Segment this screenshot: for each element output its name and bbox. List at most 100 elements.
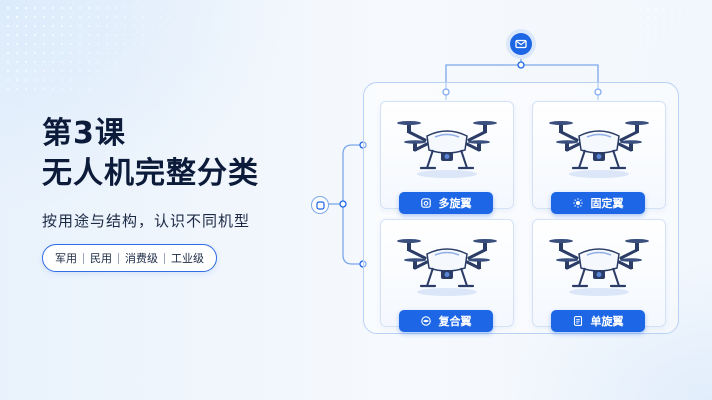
background-dot (15, 78, 19, 82)
background-dot (114, 24, 118, 28)
background-dot (51, 24, 55, 28)
background-dot (687, 9, 689, 11)
background-dot (186, 87, 190, 91)
background-dot (78, 87, 82, 91)
background-dot (655, 9, 657, 11)
background-dot (69, 87, 73, 91)
background-dot (186, 42, 190, 46)
document-icon (573, 316, 582, 326)
category-card-single-rotor[interactable]: 单旋翼 (532, 219, 666, 332)
background-dot (87, 6, 91, 10)
background-dot (60, 24, 64, 28)
background-dot (186, 51, 190, 55)
background-dot (150, 69, 154, 73)
background-dot (177, 78, 181, 82)
background-dot (159, 42, 163, 46)
background-dot (42, 15, 46, 19)
background-dot (105, 24, 109, 28)
background-dot (132, 24, 136, 28)
background-dot (695, 33, 697, 35)
background-dot (69, 15, 73, 19)
background-dot (141, 42, 145, 46)
background-dot (42, 42, 46, 46)
background-dot (114, 42, 118, 46)
background-dot (105, 69, 109, 73)
background-dot (87, 60, 91, 64)
lesson-topic: 无人机完整分类 (42, 156, 259, 191)
background-dot (671, 9, 673, 11)
background-dot (24, 6, 28, 10)
background-dot (663, 41, 665, 43)
background-dot (87, 24, 91, 28)
background-dot (168, 69, 172, 73)
category-card-fixed-wing[interactable]: 固定翼 (532, 101, 666, 214)
usage-tags: 军用 民用 消费级 工业级 (42, 244, 217, 272)
background-dot (105, 33, 109, 37)
background-dot (96, 60, 100, 64)
category-label-single-rotor[interactable]: 单旋翼 (551, 310, 645, 332)
background-dot (96, 24, 100, 28)
background-dot (123, 42, 127, 46)
background-dot (60, 6, 64, 10)
background-dot (695, 17, 697, 19)
background-dot (679, 17, 681, 19)
background-dot (15, 51, 19, 55)
background-dot (15, 33, 19, 37)
background-dot (195, 42, 199, 46)
background-dot (105, 6, 109, 10)
background-dot (123, 33, 127, 37)
category-card-multirotor[interactable]: 多旋翼 (380, 101, 514, 214)
background-dot (647, 33, 649, 35)
background-dot (177, 33, 181, 37)
background-dot (679, 41, 681, 43)
background-dot (150, 15, 154, 19)
background-dot (96, 6, 100, 10)
background-dot (105, 15, 109, 19)
lesson-title: 第3课 无人机完整分类 (42, 114, 259, 194)
background-dot (33, 15, 37, 19)
category-card-hybrid-wing[interactable]: 复合翼 (380, 219, 514, 332)
envelope-icon (515, 39, 527, 49)
background-dot (15, 87, 19, 91)
background-dot (69, 78, 73, 82)
background-dot (105, 42, 109, 46)
background-dot (663, 33, 665, 35)
background-dot (159, 69, 163, 73)
tag-civil: 民用 (90, 252, 112, 265)
category-label-fixed-wing[interactable]: 固定翼 (551, 192, 645, 214)
background-dot (24, 69, 28, 73)
category-label-multirotor[interactable]: 多旋翼 (399, 192, 493, 214)
background-dot (168, 51, 172, 55)
background-dot (647, 17, 649, 19)
background-dot (60, 78, 64, 82)
background-dot (6, 78, 10, 82)
background-dot (60, 33, 64, 37)
background-dot (105, 78, 109, 82)
background-dot (687, 33, 689, 35)
background-dot (78, 15, 82, 19)
category-label-hybrid-wing[interactable]: 复合翼 (399, 310, 493, 332)
background-dot (647, 9, 649, 11)
background-dot (159, 15, 163, 19)
background-dot (60, 42, 64, 46)
background-dot (141, 33, 145, 37)
background-dot (15, 24, 19, 28)
background-dot (78, 6, 82, 10)
background-dot (679, 9, 681, 11)
background-dot (15, 69, 19, 73)
background-dot (177, 87, 181, 91)
background-dot (150, 42, 154, 46)
background-dot (141, 78, 145, 82)
background-dot (671, 41, 673, 43)
background-dot (123, 60, 127, 64)
background-dot (96, 33, 100, 37)
background-dot (69, 60, 73, 64)
background-dot (168, 42, 172, 46)
background-dot (60, 51, 64, 55)
lesson-number: 第3课 (42, 116, 126, 151)
background-dot (96, 87, 100, 91)
background-dot (6, 33, 10, 37)
background-dot (69, 24, 73, 28)
background-dot (177, 42, 181, 46)
